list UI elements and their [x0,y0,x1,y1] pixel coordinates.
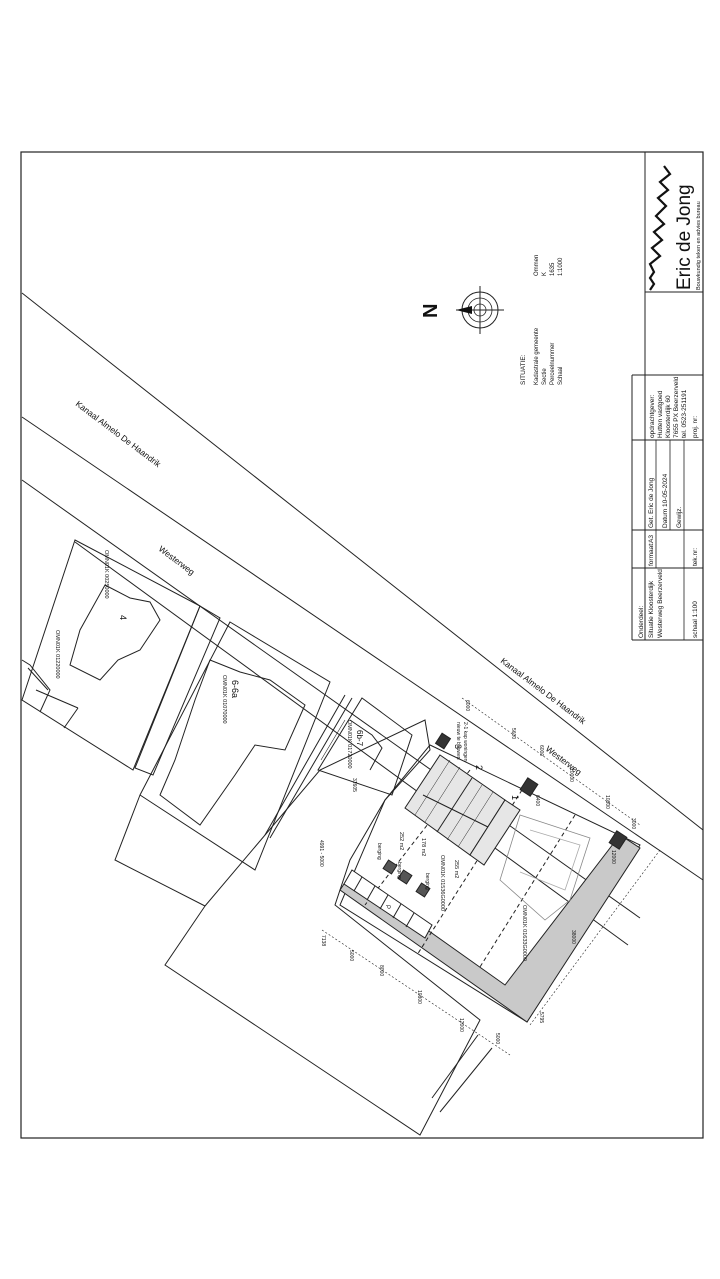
situatie-row-2-value: K [542,272,548,276]
dim-10800: 10800 [416,990,422,1004]
onderdeel-line-2: Westerweg Beerzerveld [657,569,664,638]
dim-3000: 3000 [630,818,636,829]
dim-7138: 7138 [320,935,326,946]
dim-6000b: 6000 [538,745,544,756]
situatie-row-1-value: Ommen [534,255,540,276]
parcel-d-label: OMN01K 01720000 [346,720,352,769]
datum-label: Datum 10-05-2024 [662,473,669,528]
situatie-row-3-value: 1635 [550,262,556,276]
situatie-block: SITUATIE: Kadastrale gemeente Sectie Per… [520,255,564,385]
house-6-6a-outline [159,659,306,826]
parcel-b-label: OMN01K 01220000 [54,630,60,679]
parcel-development [339,744,641,1023]
existing-building-outline [499,814,591,921]
opdrachtgever-line-1: Hutten vastgoed [657,390,664,438]
canal-edge-lower [21,416,704,881]
opdrachtgever-label: opdrachtgever: [649,394,656,438]
company-tagline: Bouwkundig teken en advies bureau [696,201,702,290]
dim-6400: 6400 [534,795,540,806]
plot-number-1: 1 [510,795,520,800]
formaat-value: A3 [648,535,655,543]
berging-label-1: berging [376,843,382,860]
berging-label-2: berging [396,862,402,879]
opdrachtgever-line-2: Kloosterdijk 60 [665,395,672,438]
site-map [21,292,704,1136]
situatie-row-1-label: Kadastrale gemeente [534,327,540,385]
getekend-label: Get. Eric de Jong [648,477,655,528]
parcel-c-label: OMN01K 01070000 [221,675,227,724]
berging-label-3: berging [424,873,430,890]
situatie-row-4-label: Schaal [558,367,564,385]
house-6b-7-number: 6b-7 [355,730,364,747]
canal-edge-upper [21,292,704,831]
dim-10000: 10000 [568,768,574,782]
house-6-6a-number: 6-6a [230,680,240,698]
situatie-row-2-label: Sectie [542,368,548,385]
road-edge-upper [21,479,641,919]
sheds [382,732,628,898]
teknr-label: tek.nr: [692,548,699,566]
house-4-number: 4 [118,615,128,620]
opdrachtgever-line-3: 7655 PX Beerzerveld [673,376,680,438]
parking-p-label: P [384,905,390,909]
planned-houses [404,754,521,866]
gewijzigd-label: Gewijz. [676,506,683,528]
nieuw-label-2: 2-1 kap woningen [462,722,468,762]
north-label: N [420,304,442,318]
onderdeel-line-1: Situatie Kloosterdijk [648,580,655,638]
dim-8000: 8000 [378,965,384,976]
plot-number-3: 3 [453,744,463,749]
dim-38000: 38000 [570,930,576,944]
situatie-row-4-value: 1:1000 [558,257,564,276]
dim-5000a: 5000 [348,950,354,961]
dim-12000: 12000 [458,1018,464,1032]
dim-6000: 6000 [464,700,470,711]
area-252: 252 m2 [398,832,404,850]
parcel-a-label: OMN01K 00250000 [103,550,109,599]
opdrachtgever-line-4: tel. 0523-251191 [681,389,688,438]
parcel-house-4 [21,539,201,771]
situatie-row-3-label: Perceelnummer [550,343,556,385]
parcel-lower [164,719,481,1136]
dim-4991: 4991 - 5000 [318,840,324,867]
north-compass: N [420,286,504,334]
road-edge-lower [74,541,629,946]
dim-12000b: 12000 [610,850,616,864]
parcel-f-label: OMN01K 01536G0000 [439,855,445,911]
area-255: 255 m2 [453,860,459,878]
nieuw-label-1: nieuw te bouwen [455,722,461,760]
dim-5000b: 5000 [494,1033,500,1044]
plot-number-2: 2 [474,765,484,770]
formaat-label: formaat: [648,542,655,566]
dim-5600: 5600 [510,728,516,739]
parking-slots [343,869,433,939]
parcel-house-6b-7 [317,697,413,796]
proj-nr-label: proj. nr: [692,416,699,438]
drawing-frame [20,151,704,1139]
parcel-e-label: OMN01K 01633G0000 [521,905,527,961]
parcel-house-6-6a [139,621,331,871]
area-178: 178 m2 [420,838,426,856]
company-name: Eric de Jong [674,184,695,290]
company-logo [648,165,672,291]
title-block: Eric de Jong Bouwkundig teken en advies … [631,152,703,641]
dim-31605: 31605 [351,778,357,792]
dim-5795: 5795 [538,1012,544,1023]
dim-10800b: 10800 [604,795,610,809]
onderdeel-label: Onderdeel: [638,606,645,638]
situatie-title: SITUATIE: [520,354,527,385]
house-4-outline [69,584,161,681]
schaal-label: schaal 1:100 [692,601,699,638]
